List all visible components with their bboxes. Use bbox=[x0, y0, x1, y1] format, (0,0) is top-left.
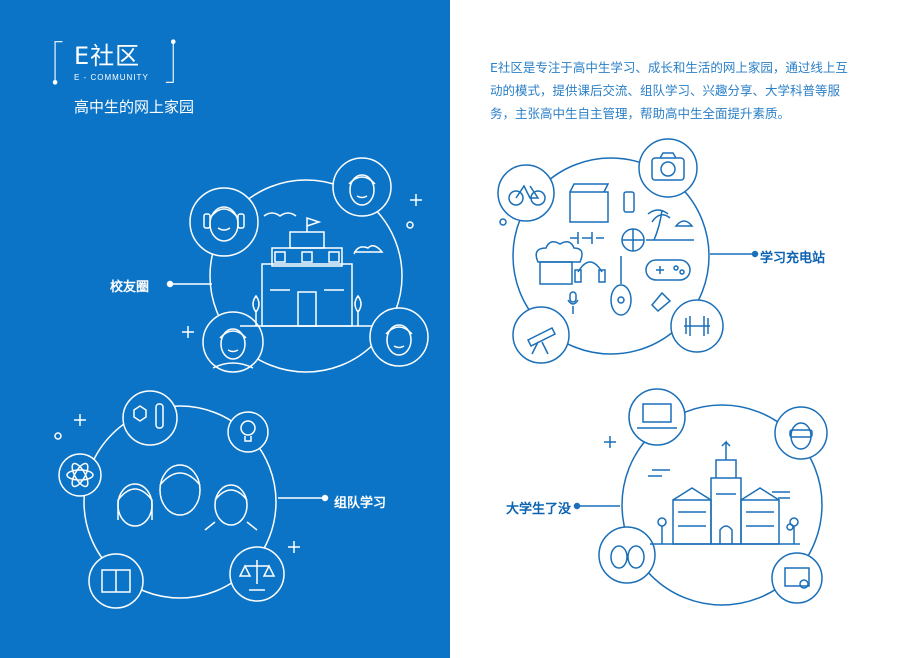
study-station-label: 学习充电站 bbox=[760, 251, 826, 266]
plus-icon bbox=[410, 194, 422, 206]
dot-icon bbox=[406, 221, 414, 229]
group-study-label: 组队学习 bbox=[334, 496, 387, 511]
telescope-icon bbox=[512, 306, 570, 364]
college-cluster bbox=[573, 388, 828, 606]
usb-drive-icon bbox=[623, 191, 635, 213]
group-study-ring bbox=[83, 405, 277, 599]
alumni-label: 校友圈 bbox=[110, 280, 150, 295]
school-building-icon bbox=[240, 216, 372, 327]
chemistry-icon bbox=[122, 390, 178, 446]
certificate-icon bbox=[771, 552, 823, 604]
book-icon bbox=[88, 553, 144, 609]
microphone-icon bbox=[567, 291, 579, 314]
bird-icon bbox=[263, 212, 297, 217]
clapperboard-icon bbox=[569, 183, 610, 223]
plus-icon bbox=[74, 414, 86, 426]
basketball-icon bbox=[621, 228, 645, 252]
cloud-icon bbox=[353, 245, 384, 255]
college-ring bbox=[621, 404, 823, 606]
students-icon bbox=[117, 464, 258, 531]
atom-icon bbox=[58, 453, 102, 497]
headphones-icon bbox=[574, 261, 606, 283]
brand-subtitle: E - COMMUNITY bbox=[74, 73, 149, 82]
logo-frame bbox=[52, 39, 176, 85]
study-station-cluster bbox=[497, 138, 759, 364]
dumbbell-icon bbox=[670, 299, 724, 353]
couple-icon bbox=[598, 526, 656, 584]
plus-icon bbox=[182, 326, 194, 338]
dumbbell-icon bbox=[570, 232, 604, 244]
person-icon bbox=[369, 307, 429, 367]
description-text: E社区是专注于高中生学习、成长和生活的网上家园，通过线上互动的模式，提供课后交流… bbox=[490, 60, 848, 121]
palm-beach-icon bbox=[646, 209, 694, 241]
gamepad-icon bbox=[645, 259, 691, 281]
college-label: 大学生了没 bbox=[506, 502, 572, 517]
camera-icon bbox=[638, 138, 698, 198]
brand-tagline: 高中生的网上家园 bbox=[74, 98, 195, 116]
guitar-icon bbox=[610, 256, 632, 316]
brand-title: E社区 bbox=[74, 42, 141, 70]
plus-icon bbox=[288, 541, 300, 553]
chef-hat-icon bbox=[535, 241, 583, 285]
wind-icon bbox=[648, 469, 670, 477]
person-with-headphones-icon bbox=[189, 187, 259, 257]
university-building-icon bbox=[650, 440, 800, 545]
wind-icon bbox=[772, 491, 790, 499]
laptop-icon bbox=[628, 388, 686, 446]
dot-icon bbox=[54, 432, 62, 440]
alumni-cluster bbox=[166, 157, 429, 373]
bicycle-icon bbox=[497, 164, 555, 222]
person-icon bbox=[202, 311, 264, 373]
plus-icon bbox=[604, 436, 616, 448]
person-icon bbox=[332, 157, 392, 217]
lightbulb-icon bbox=[227, 411, 269, 453]
scales-icon bbox=[229, 546, 285, 602]
study-station-ring bbox=[512, 157, 710, 355]
dot-icon bbox=[499, 218, 507, 226]
pen-nib-icon bbox=[650, 291, 672, 313]
vr-person-icon bbox=[774, 406, 828, 460]
group-study-cluster bbox=[54, 390, 329, 609]
alumni-ring bbox=[209, 179, 403, 373]
